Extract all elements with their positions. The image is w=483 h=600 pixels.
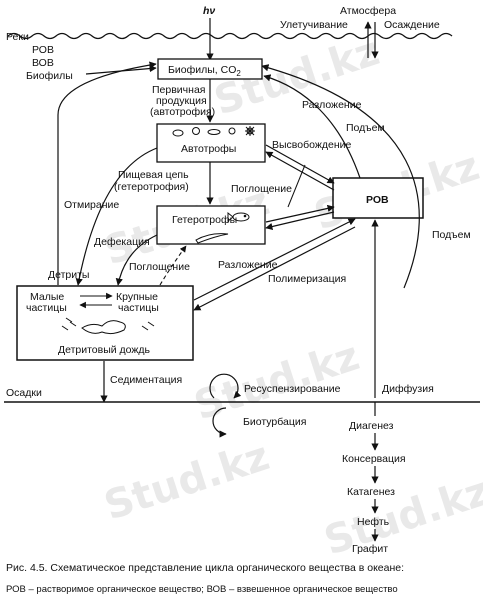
detritus-label: Детриты <box>48 269 89 281</box>
fish-icon <box>227 211 250 223</box>
heterotrophs-label: Гетеротрофы <box>172 214 237 226</box>
rov-box <box>332 177 424 219</box>
rov-to-heterotrophs-arrow <box>265 211 335 231</box>
polymerization-arrow <box>193 226 356 311</box>
watermark: Stud.kz <box>99 433 275 529</box>
diffusion-label: Диффузия <box>382 383 434 395</box>
deposition-label: Осаждение <box>384 19 440 31</box>
primary-production-label-3: (автотрофия) <box>150 106 215 118</box>
defecation-arrow <box>115 234 158 286</box>
figure-caption: Рис. 4.5. Схематическое представление ци… <box>6 562 405 574</box>
decomposition-top-label: Разложение <box>302 99 362 111</box>
rivers-biophiles-label: Биофилы <box>26 70 73 82</box>
biophiles-co2-label: Биофилы, CO2 <box>168 64 241 78</box>
small-particles-label-2: частицы <box>26 302 67 314</box>
defecation-label: Дефекация <box>94 236 150 248</box>
release-arrow <box>265 144 335 184</box>
food-chain-label-2: (гетеротрофия) <box>114 181 189 193</box>
zooplankton-icon <box>195 233 229 244</box>
autotrophs-label: Автотрофы <box>181 143 236 155</box>
sea-surface-wave <box>7 32 453 40</box>
polymerization-label: Полимеризация <box>268 273 346 285</box>
algae-cells-icon <box>172 126 255 137</box>
diagenesis-label: Диагенез <box>349 420 394 432</box>
food-chain-label-1: Пищевая цепь <box>118 169 189 181</box>
light-label: hν <box>203 5 215 17</box>
uptake-low-label: Поглощение <box>129 261 190 273</box>
sedimentation-label: Седиментация <box>110 374 182 386</box>
bioturbation-loop <box>212 407 227 438</box>
watermark: Stud.kz <box>319 468 483 564</box>
volatilization-label: Улетучивание <box>280 19 348 31</box>
particles-icon <box>61 317 155 335</box>
rise-right-label: Подъем <box>432 229 471 241</box>
large-particles-label-2: частицы <box>118 302 159 314</box>
primary-production-label-1: Первичная <box>152 84 205 96</box>
oil-label: Нефть <box>357 516 390 528</box>
rov-box-label: РОВ <box>366 194 389 206</box>
small-particles-label-1: Малые <box>30 291 64 303</box>
heterotrophs-box <box>156 205 266 245</box>
conservation-label: Консервация <box>342 453 406 465</box>
dying-label: Отмирание <box>64 199 119 211</box>
dying-arrow <box>75 147 158 286</box>
figure-legend: РОВ – растворимое органическое вещество;… <box>6 584 398 595</box>
decomposition-low-arrow <box>193 218 356 301</box>
decomposition-top-arrow <box>263 74 361 179</box>
rivers-rov-label: РОВ <box>32 44 54 56</box>
rivers-label: Реки <box>6 31 29 43</box>
uptake-diagonal-line <box>287 164 306 208</box>
decomposition-low-label: Разложение <box>218 259 278 271</box>
uptake-mid-arrow <box>265 151 335 191</box>
rise-right-arrow <box>261 64 420 289</box>
graphite-label: Графит <box>352 543 388 555</box>
uptake-mid-label: Поглощение <box>231 183 292 195</box>
atmosphere-label: Атмосфера <box>340 5 396 17</box>
resuspension-loop <box>209 373 242 399</box>
resuspension-label: Ресуспензирование <box>244 383 341 395</box>
large-particles-label-1: Крупные <box>116 291 158 303</box>
detritus-rise-arrow <box>57 61 157 285</box>
uptake-low-dashed-arrow <box>159 245 187 286</box>
heterotrophs-to-rov-arrow <box>265 204 335 223</box>
release-label: Высвобождение <box>272 139 351 151</box>
rise-top-label: Подъем <box>346 122 385 134</box>
detrital-rain-label: Детритовый дождь <box>58 344 151 356</box>
sediments-label: Осадки <box>6 387 42 399</box>
catagenesis-label: Катагенез <box>347 486 395 498</box>
bioturbation-label: Биотурбация <box>243 416 306 428</box>
primary-production-label-2: продукция <box>156 95 207 107</box>
rivers-vov-label: ВОВ <box>32 57 54 69</box>
